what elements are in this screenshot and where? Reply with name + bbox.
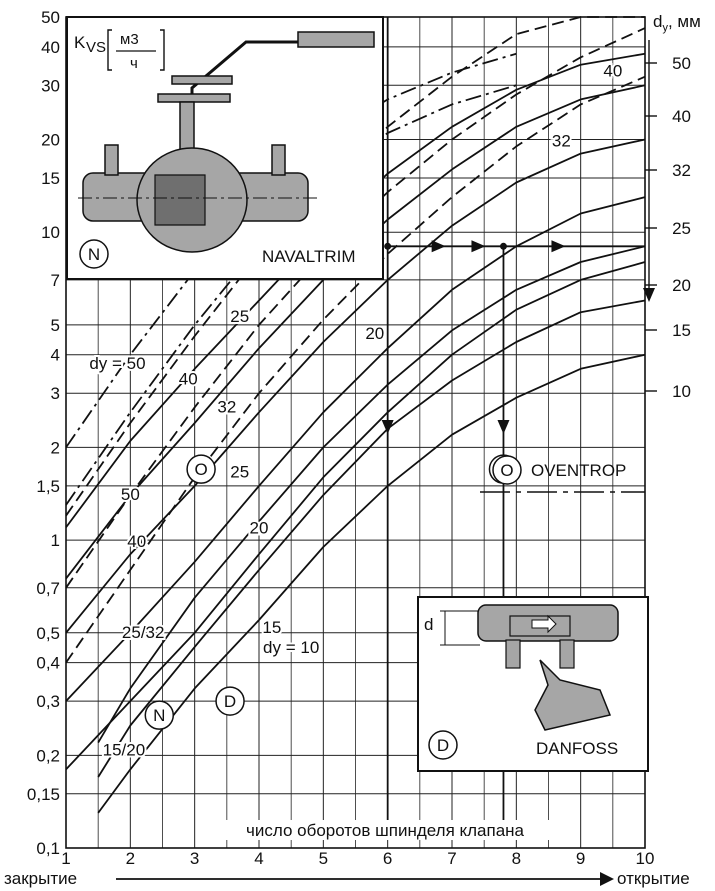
- curve-label: 20: [250, 519, 269, 538]
- x-right-label: открытие: [617, 869, 690, 888]
- navaltrim-inset: K VS м3 ч N NAVALTRIM: [66, 16, 384, 280]
- right-axis-title: dy, мм: [653, 12, 701, 34]
- curve-label: 25: [230, 307, 249, 326]
- right-axis-arrow: [643, 288, 655, 302]
- svg-text:N: N: [88, 245, 100, 264]
- right-tick-label: 32: [672, 161, 691, 180]
- y-tick-label: 0,7: [36, 579, 60, 598]
- oventrop-label: OVENTROP: [531, 461, 626, 480]
- navaltrim-marker: [79, 239, 109, 269]
- right-tick-label: 20: [672, 276, 691, 295]
- series-line-d: [97, 245, 646, 744]
- series-line-o: [65, 27, 646, 589]
- series-line-o: [65, 75, 646, 664]
- y-tick-label: 1: [51, 531, 60, 550]
- x-left-label: закрытие: [4, 869, 77, 888]
- y-tick-label: 2: [51, 438, 60, 457]
- curve-label: 20: [365, 324, 384, 343]
- danfoss-marker: [428, 730, 458, 760]
- x-tick-label: 2: [126, 849, 135, 868]
- curve-label: 50: [121, 485, 140, 504]
- group-marker-label: N: [153, 706, 165, 725]
- curve-label: 25: [230, 462, 249, 481]
- kvs-unit-num: м3: [120, 31, 139, 48]
- series-line-d: [97, 299, 646, 778]
- y-tick-label: 30: [41, 76, 60, 95]
- oventrop-marker: [492, 455, 522, 485]
- curve-label: dy = 50: [89, 354, 145, 373]
- danfoss-inset: d D DANFOSS: [417, 596, 649, 772]
- x-tick-label: 6: [383, 849, 392, 868]
- y-tick-label: 0,1: [36, 839, 60, 858]
- svg-text:D: D: [437, 736, 449, 755]
- right-tick-label: 15: [672, 321, 691, 340]
- group-marker-label: D: [224, 692, 236, 711]
- x-tick-label: 9: [576, 849, 585, 868]
- kvs-label-main: K: [74, 33, 86, 52]
- group-marker: [215, 686, 245, 716]
- x-tick-label: 7: [447, 849, 456, 868]
- svg-text:O: O: [500, 461, 513, 480]
- series-line-n: [65, 261, 646, 771]
- y-tick-label: 20: [41, 131, 60, 150]
- y-tick-label: 1,5: [36, 477, 60, 496]
- series-line-o: [65, 16, 645, 517]
- danfoss-label: DANFOSS: [536, 739, 618, 758]
- guide-arrow-down: [381, 420, 394, 434]
- y-tick-label: 0,5: [36, 624, 60, 643]
- curve-label: 15/20: [103, 740, 146, 759]
- x-tick-label: 4: [254, 849, 263, 868]
- y-tick-label: 0,15: [27, 785, 60, 804]
- right-tick-label: 50: [672, 54, 691, 73]
- right-tick-label: 25: [672, 219, 691, 238]
- curve-label: 40: [603, 62, 622, 81]
- guide-arrow: [471, 240, 486, 253]
- x-tick-label: 3: [190, 849, 199, 868]
- curve-label: 15: [262, 618, 281, 637]
- x-tick-label: 5: [319, 849, 328, 868]
- d-dimension-label: d: [424, 615, 433, 634]
- guide-dot: [499, 242, 507, 250]
- y-tick-label: 0,4: [36, 654, 60, 673]
- group-marker: [144, 700, 175, 730]
- y-tick-label: 7: [51, 271, 60, 290]
- y-tick-label: 4: [51, 346, 60, 365]
- x-tick-label: 8: [512, 849, 521, 868]
- y-tick-label: 0,3: [36, 692, 60, 711]
- guide-arrow-down: [497, 420, 510, 434]
- right-tick-label: 40: [672, 107, 691, 126]
- y-tick-label: 10: [41, 223, 60, 242]
- x-tick-label: 10: [636, 849, 655, 868]
- axes: 0,10,150,20,30,40,50,711,523457101520304…: [27, 8, 691, 868]
- y-tick-label: 0,2: [36, 746, 60, 765]
- y-tick-label: 40: [41, 38, 60, 57]
- curve-label: 40: [127, 532, 146, 551]
- x-tick-label: 1: [61, 849, 70, 868]
- kvs-label-sub: VS: [86, 39, 106, 56]
- curve-label: 25/32: [122, 623, 165, 642]
- y-tick-label: 50: [41, 8, 60, 27]
- guide-arrow: [551, 240, 566, 253]
- y-tick-label: 5: [51, 316, 60, 335]
- oventrop-legend: O OVENTROP: [480, 455, 645, 493]
- curve-label: dy = 10: [263, 638, 319, 657]
- curve-label: 32: [552, 131, 571, 150]
- curve-label: 40: [179, 370, 198, 389]
- curve-label: 32: [217, 397, 236, 416]
- guide-arrow: [431, 240, 446, 253]
- group-marker-label: O: [194, 460, 207, 479]
- group-marker: [186, 454, 216, 484]
- navaltrim-label: NAVALTRIM: [262, 247, 356, 266]
- y-tick-label: 3: [51, 384, 60, 403]
- series-line-n: [65, 138, 646, 634]
- kvs-unit-den: ч: [130, 55, 138, 72]
- x-axis-title: число оборотов шпинделя клапана: [246, 821, 525, 840]
- series-line-n: [65, 196, 646, 702]
- y-tick-label: 15: [41, 169, 60, 188]
- guide-dot: [384, 242, 392, 250]
- right-tick-label: 10: [672, 382, 691, 401]
